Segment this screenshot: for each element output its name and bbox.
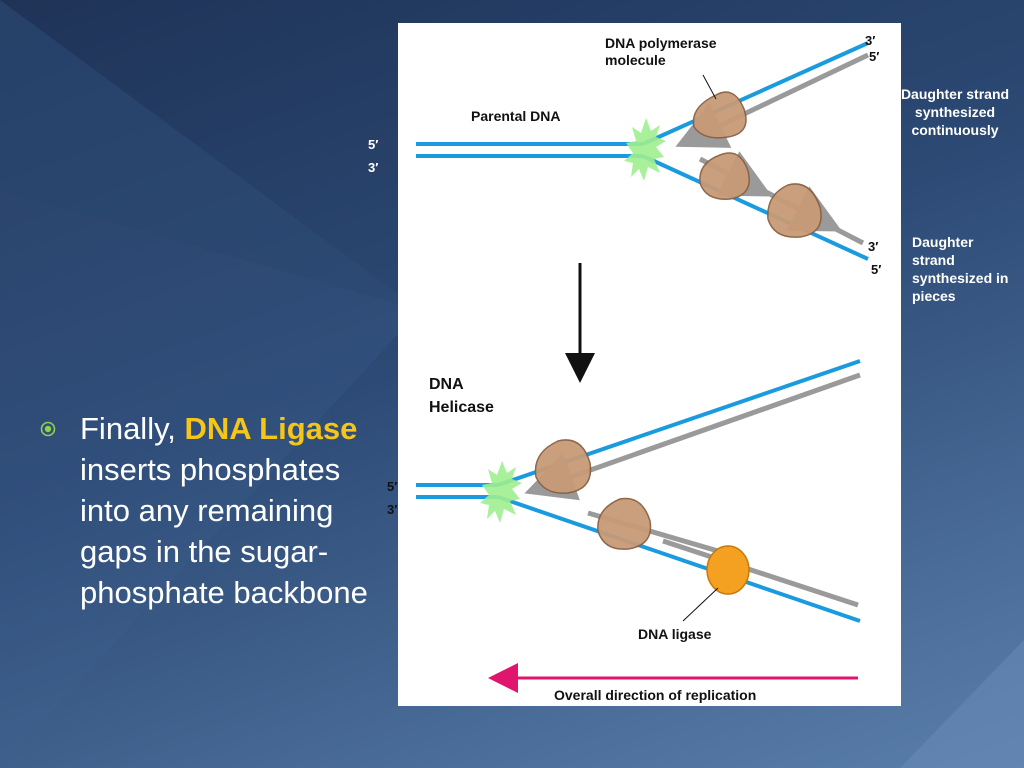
- polymerase-lagging-enzyme-1: [699, 152, 750, 200]
- polymerase-lagging-enzyme-2: [767, 183, 822, 238]
- bullet-text-start: Finally,: [80, 411, 185, 446]
- dna-helicase-label: DNA Helicase: [429, 376, 494, 416]
- bottom-lagging-fragment-2: [662, 538, 859, 608]
- dna-ligase-highlight: DNA Ligase: [184, 411, 358, 446]
- bullet-text-end: inserts phosphates into any remaining ga…: [80, 452, 368, 610]
- lower-right-3-prime: 3′: [868, 239, 879, 254]
- upper-right-5-prime: 5′: [869, 49, 880, 64]
- bottom-polymerase-lagging: [597, 497, 652, 550]
- okazaki-fragment-3: [828, 223, 865, 246]
- bottom-panel: [416, 359, 861, 693]
- top-left-5-prime: 5′: [368, 137, 379, 152]
- pieces-strand-label: Daughter strand synthesized in pieces: [912, 234, 1009, 304]
- dna-ligase-label: DNA ligase: [638, 626, 712, 642]
- polymerase-leading-enzyme: [692, 91, 747, 139]
- upper-right-3-prime: 3′: [865, 33, 876, 48]
- replication-diagram: DNA polymerase molecule Parental DNA 3′ …: [387, 23, 901, 706]
- polymerase-pointer-line: [702, 74, 717, 100]
- top-left-3-prime: 3′: [368, 160, 379, 175]
- helicase-top-icon: [624, 118, 666, 181]
- bottom-lagging-template: [497, 495, 861, 623]
- helicase-bottom-icon: [480, 461, 522, 523]
- top-panel: [416, 41, 870, 383]
- direction-label: Overall direction of replication: [554, 687, 757, 703]
- lower-right-5-prime: 5′: [871, 262, 882, 277]
- polymerase-label: DNA polymerase molecule: [605, 35, 717, 68]
- bottom-leading-daughter: [524, 372, 861, 501]
- bottom-left-5-prime: 5′: [387, 479, 398, 494]
- diagram-graphics: [416, 41, 870, 693]
- parental-dna-label: Parental DNA: [471, 108, 561, 124]
- dna-ligase-enzyme: [706, 545, 750, 595]
- bullet-text: Finally, DNA Ligase inserts phosphates i…: [80, 408, 380, 613]
- ligase-pointer-line: [682, 587, 719, 622]
- continuous-strand-label: Daughter strand synthesized continuously: [900, 86, 1010, 138]
- target-bullet-icon: [40, 421, 56, 437]
- bottom-polymerase-leading: [534, 439, 592, 494]
- bottom-left-3-prime: 3′: [387, 502, 398, 517]
- lagging-template-strand: [642, 154, 869, 261]
